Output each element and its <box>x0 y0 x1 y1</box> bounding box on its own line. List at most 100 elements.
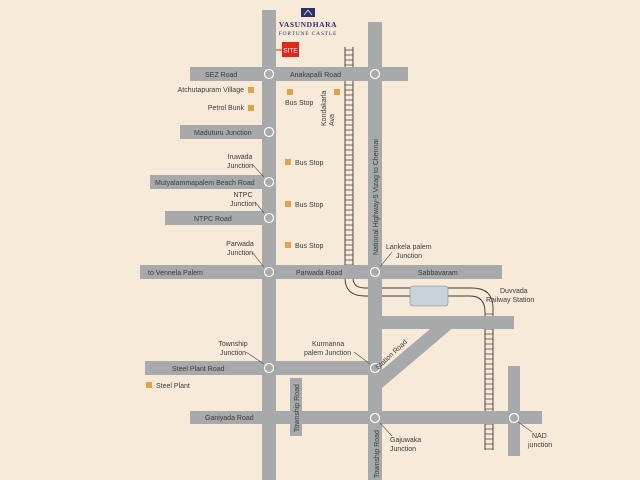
junction-kurmanna: Kurmanna palem Junction <box>304 341 371 365</box>
road-label-maduturu: Maduturu Junction <box>194 130 252 137</box>
road-label-mutyalammapalem: Mutyalammapalem Beach Road <box>155 180 255 187</box>
junction-iruwada: Iruwada Junction <box>227 154 265 178</box>
junction-marker <box>263 362 275 374</box>
junction-lankela: Lankela palem Junction <box>379 244 432 268</box>
road-label-kondakarla-line1: Kondakarla <box>321 90 328 126</box>
kondakarla-marker <box>334 89 340 95</box>
duvvada-station-building <box>409 285 449 307</box>
junction-arrow <box>379 422 393 437</box>
junction-arrow <box>517 421 533 433</box>
junction-arrow <box>251 163 265 178</box>
landmark-bus-stop-1: Bus Stop <box>285 89 314 107</box>
landmark-marker <box>248 105 254 111</box>
road-label-highway: National Highway-5 Vizag to Chennai <box>373 139 380 255</box>
landmark-marker <box>285 159 291 165</box>
junction-label-line1: Parwada <box>226 241 254 248</box>
junction-label-line1: Duvvada <box>500 288 528 295</box>
junction-gajuwaka: Gajuwaka Junction <box>379 422 421 453</box>
sez-anakapalli-road <box>190 67 408 81</box>
road-label-township-north: Township Road <box>294 384 301 432</box>
junction-duvvada: Duvvada Railway Station <box>486 288 534 304</box>
junction-marker <box>263 212 275 224</box>
road-label-parwada: Parwada Road <box>296 270 342 277</box>
brand-tagline: FORTUNE CASTLE <box>279 31 337 37</box>
junction-arrow <box>245 351 265 365</box>
road-label-kondakarla: Kondakarla Ava <box>321 90 336 126</box>
landmark-label: Bus Stop <box>295 243 324 250</box>
landmark-marker <box>146 382 152 388</box>
junction-label-line2: Junction <box>227 163 253 170</box>
junction-marker <box>369 412 381 424</box>
landmark-petrol-bunk: Petrol Bunk <box>208 105 254 112</box>
maduturu-road <box>180 125 276 139</box>
mutyalammapalem-beach-road <box>150 175 276 189</box>
junction-label-line2: Junction <box>230 201 256 208</box>
ntpc-road <box>165 211 276 225</box>
landmark-atchutapuram: Atchutapuram Village <box>178 87 254 94</box>
junction-label-line2: Junction <box>396 253 422 260</box>
junction-label-line1: Kurmanna <box>312 341 344 348</box>
landmark-label: Steel Plant <box>156 383 190 390</box>
junction-ntpc: NTPC Junction <box>230 192 265 214</box>
landmark-steel-plant: Steel Plant <box>146 382 190 390</box>
ganiyada-road <box>190 411 542 424</box>
landmark-bus-stop-3: Bus Stop <box>285 201 324 209</box>
landmark-marker <box>287 89 293 95</box>
junction-marker <box>263 176 275 188</box>
landmark-label: Bus Stop <box>295 202 324 209</box>
junction-label-line1: NAD <box>532 433 547 440</box>
road-label-sabbavaram: Sabbavaram <box>418 270 458 277</box>
landmark-marker <box>248 87 254 93</box>
junction-marker <box>263 126 275 138</box>
parwada-road <box>140 265 502 279</box>
brand-logo: VASUNDHARA FORTUNE CASTLE <box>279 8 337 37</box>
road-label-ganiyada: Ganiyada Road <box>205 415 254 422</box>
junction-arrow <box>254 201 265 214</box>
junction-nad: NAD junction <box>517 421 552 449</box>
junction-marker <box>369 68 381 80</box>
road-label-ntpc: NTPC Road <box>194 216 232 223</box>
landmark-marker <box>285 242 291 248</box>
site-label: SITE <box>283 48 298 55</box>
landmark-label: Atchutapuram Village <box>178 87 245 94</box>
junction-label-line2: Junction <box>227 250 253 257</box>
junction-label-line2: junction <box>527 442 552 449</box>
site-marker: SITE <box>276 42 299 57</box>
landmark-bus-stop-2: Bus Stop <box>285 159 324 167</box>
landmark-marker <box>285 201 291 207</box>
junction-marker <box>263 68 275 80</box>
junction-label-line1: Township <box>218 341 247 348</box>
road-label-kondakarla-line2: Ava <box>329 114 336 126</box>
junction-label-line2: Junction <box>220 350 246 357</box>
landmark-label: Petrol Bunk <box>208 105 245 112</box>
junction-label-line2: Railway Station <box>486 297 534 304</box>
junction-marker <box>508 412 520 424</box>
junction-markers <box>263 68 520 424</box>
junction-label-line2: palem Junction <box>304 350 351 357</box>
junction-label-line1: NTPC <box>233 192 252 199</box>
landmark-label: Bus Stop <box>285 100 314 107</box>
junction-arrow <box>251 251 265 268</box>
junction-marker <box>369 362 381 374</box>
station-road <box>370 318 455 388</box>
logo-emblem <box>301 8 315 17</box>
junction-marker <box>369 266 381 278</box>
junction-parwada: Parwada Junction <box>226 241 265 268</box>
landmark-label: Bus Stop <box>295 160 324 167</box>
steel-plant-road <box>145 361 382 375</box>
junction-arrow <box>379 251 393 268</box>
junction-label-line2: Junction <box>390 446 416 453</box>
junction-marker <box>263 266 275 278</box>
junction-label-line1: Iruwada <box>228 154 253 161</box>
road-label-sez: SEZ Road <box>205 72 237 79</box>
landmark-bus-stop-4: Bus Stop <box>285 242 324 250</box>
junction-label-line1: Lankela palem <box>386 244 432 251</box>
road-label-township-south: Township Road <box>374 430 381 478</box>
junction-arrow <box>353 351 371 365</box>
road-label-vennela: to Vennela Palem <box>148 270 203 277</box>
road-label-steel-plant: Steel Plant Road <box>172 366 225 373</box>
brand-name: VASUNDHARA <box>279 20 337 29</box>
junction-label-line1: Gajuwaka <box>390 437 421 444</box>
junction-township: Township Junction <box>218 341 265 365</box>
